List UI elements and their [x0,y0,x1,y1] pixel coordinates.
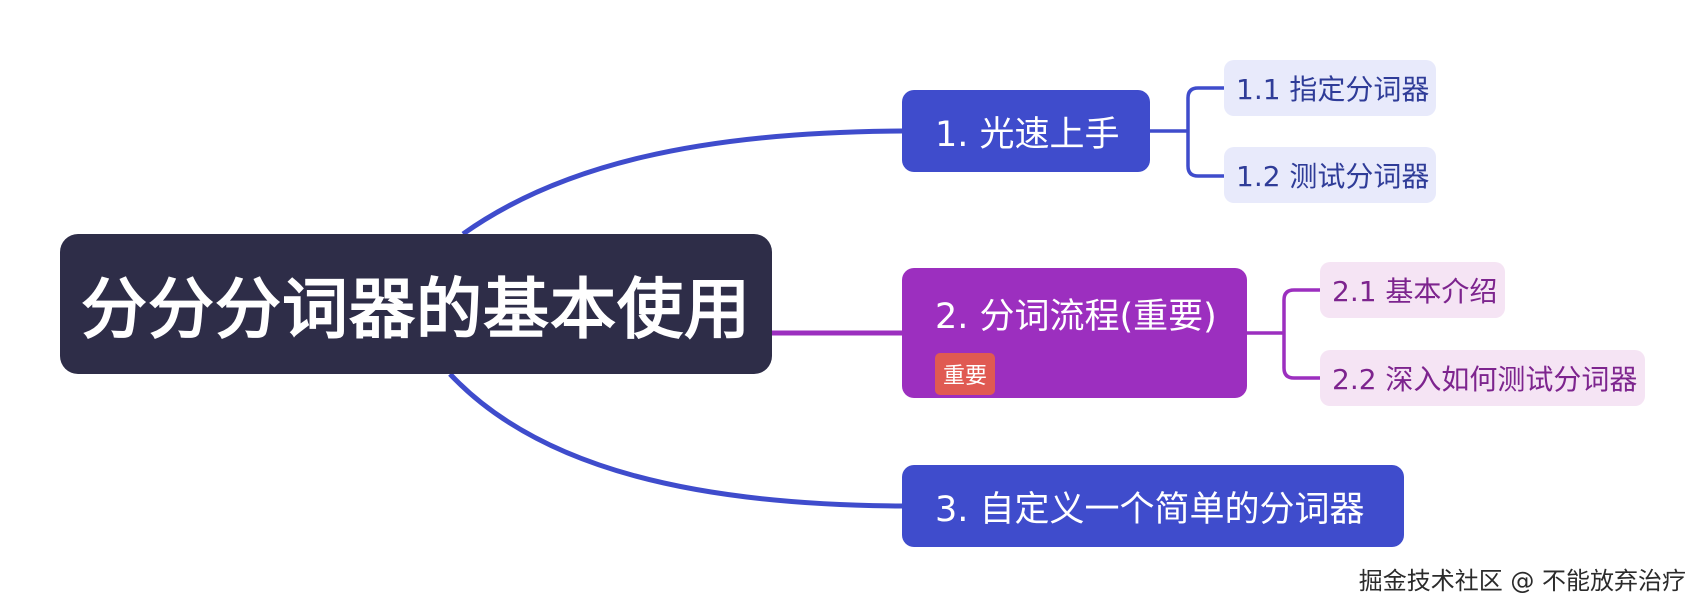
important-tag: 重要 [935,353,996,395]
link-branch-2-trunk [1247,288,1320,380]
branch-topic-3[interactable]: 3. 自定义一个简单的分词器 [902,465,1404,547]
subtopic-1-2[interactable]: 1.2 测试分词器 [1224,147,1436,203]
link-branch-1-trunk [1150,86,1224,178]
subtopic-1-1[interactable]: 1.1 指定分词器 [1224,60,1436,116]
branch-topic-2[interactable]: 2. 分词流程(重要) 重要 [902,268,1247,398]
branch-topic-2-label: 2. 分词流程(重要) [935,297,1217,337]
root-topic[interactable]: 分分分词器的基本使用 [60,234,772,374]
subtopic-2-1[interactable]: 2.1 基本介绍 [1320,262,1505,318]
subtopic-2-2[interactable]: 2.2 深入如何测试分词器 [1320,350,1645,406]
link-root-to-branch-1 [461,128,903,237]
branch-topic-1[interactable]: 1. 光速上手 [902,90,1150,172]
watermark-text: 掘金技术社区 @ 不能放弃治疗 [1358,567,1686,595]
link-root-to-branch-3 [448,372,903,509]
